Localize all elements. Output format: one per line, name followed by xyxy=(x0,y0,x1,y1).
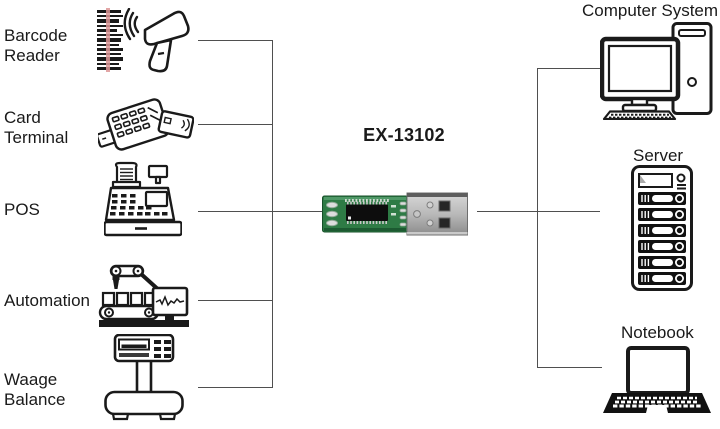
scale-buttons xyxy=(154,340,171,358)
wire-right-bus xyxy=(537,68,538,368)
vent-corner xyxy=(640,175,646,183)
cash-register-icon xyxy=(104,161,182,243)
label-waage-balance: Waage Balance xyxy=(4,370,66,410)
waveform xyxy=(155,294,185,307)
wire-left-bus xyxy=(272,40,273,388)
wire-pos-to-adapter xyxy=(198,211,322,212)
scan-waves xyxy=(123,8,140,41)
wire-notebook xyxy=(537,367,602,368)
label-card-terminal: Card Terminal xyxy=(4,108,69,148)
label-barcode-reader: Barcode Reader xyxy=(4,26,68,66)
wire-adapter-to-rightbus xyxy=(477,211,600,212)
wire-waage xyxy=(198,387,273,388)
receipt-lines xyxy=(120,168,133,181)
touchpad xyxy=(646,405,668,413)
wire-barcode xyxy=(198,40,273,41)
barcode-reader-icon xyxy=(92,8,192,76)
weighing-scale-icon xyxy=(104,334,184,422)
desktop-computer-icon xyxy=(600,22,713,120)
scanline xyxy=(106,8,110,72)
label-server: Server xyxy=(633,146,684,165)
wire-computer xyxy=(537,68,602,69)
register-keys xyxy=(110,194,168,216)
keypad xyxy=(111,106,161,138)
wire-cardterminal xyxy=(198,124,273,125)
bank-card xyxy=(157,110,194,139)
label-notebook: Notebook xyxy=(621,323,694,342)
notebook-laptop-icon xyxy=(601,346,713,416)
adapter-model-title: EX-13102 xyxy=(363,125,445,145)
label-pos: POS xyxy=(4,200,40,219)
label-automation: Automation xyxy=(4,291,90,310)
card-terminal-icon xyxy=(98,95,194,155)
usb-serial-adapter-image xyxy=(322,188,468,238)
label-computer-system: Computer System xyxy=(582,1,719,20)
conveyor-boxes xyxy=(101,291,158,307)
gripper xyxy=(112,276,120,289)
automation-robot-icon xyxy=(98,264,190,328)
wire-automation xyxy=(198,300,273,301)
scanner-gun xyxy=(143,10,190,73)
server-rack-icon xyxy=(631,165,693,291)
